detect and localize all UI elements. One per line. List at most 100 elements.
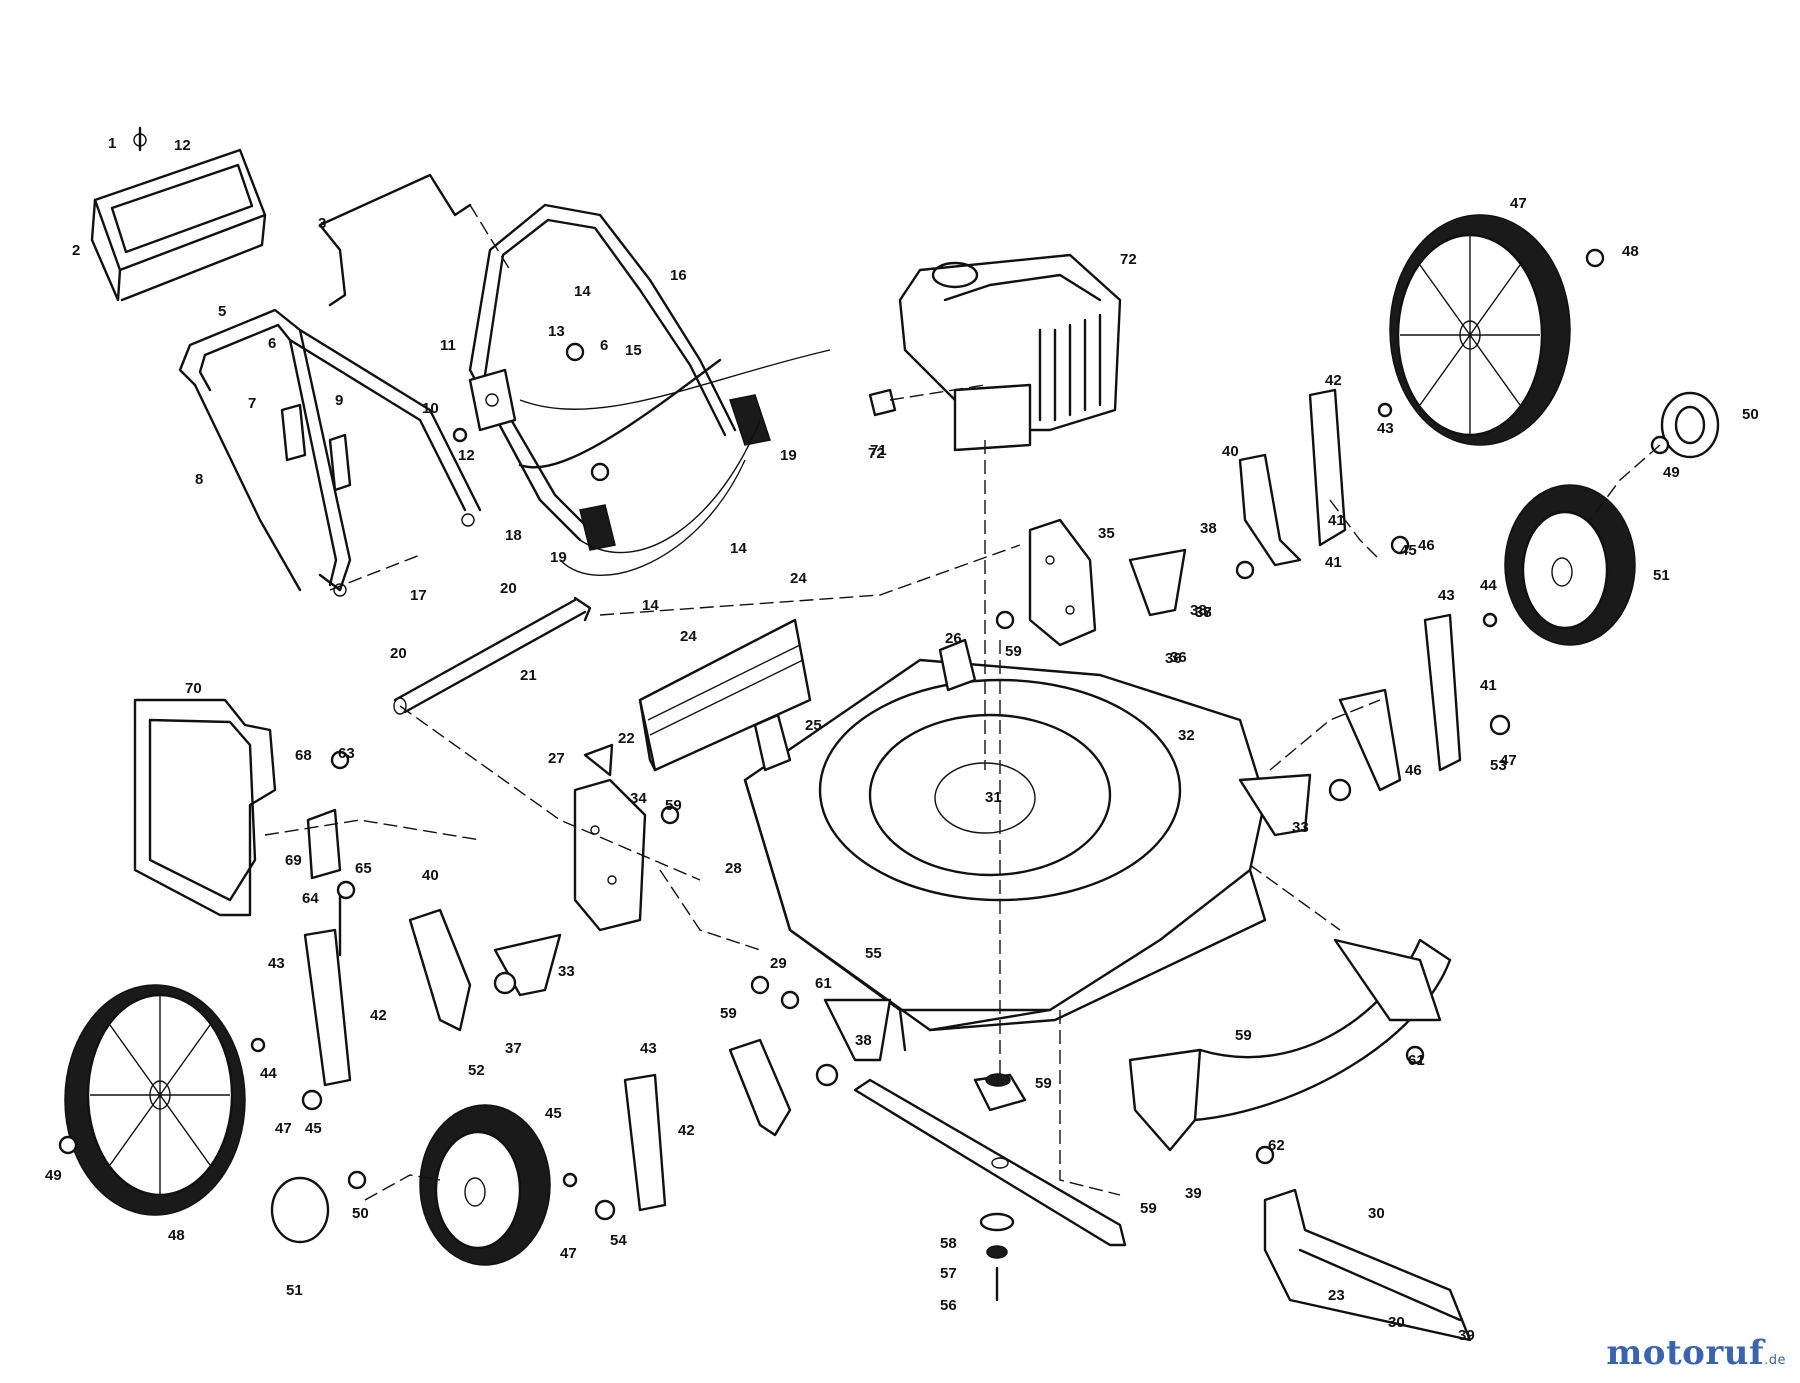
callout-label: 18 [505, 527, 522, 544]
watermark-logo: motoruf.de [1606, 1333, 1786, 1373]
callout-label: 49 [45, 1167, 62, 1184]
part-front-wheel-right [1504, 484, 1636, 646]
part-hub-cap-left [270, 1176, 330, 1244]
callout-label: 33 [1292, 819, 1309, 836]
callout-label: 39 [1185, 1185, 1202, 1202]
callout-label: 42 [1325, 372, 1342, 389]
callout-label: 19 [550, 549, 567, 566]
callout-label: 59 [1035, 1075, 1052, 1092]
part-small-plate [583, 743, 614, 777]
callout-label: 25 [805, 717, 822, 734]
part-axle-rod [393, 596, 592, 715]
callout-label: 48 [168, 1227, 185, 1244]
callout-label: 57 [940, 1265, 957, 1282]
callout-label: 72 [1120, 251, 1137, 268]
callout-label: 19 [780, 447, 797, 464]
callout-label: 15 [625, 342, 642, 359]
callout-label: 59 [1140, 1200, 1157, 1217]
callout-label: 47 [1510, 195, 1527, 212]
callout-label: 30 [1368, 1205, 1385, 1222]
callout-label: 3 [318, 215, 326, 232]
callout-label: 36 [1165, 650, 1182, 667]
part-fasteners [58, 248, 1670, 1221]
callout-label: 22 [618, 730, 635, 747]
callout-label: 41 [1328, 512, 1345, 529]
callout-label: 51 [1653, 567, 1670, 584]
callout-label: 21 [520, 667, 537, 684]
callout-label: 2 [72, 242, 80, 259]
callout-label: 48 [1622, 243, 1639, 260]
callout-label: 47 [560, 1245, 577, 1262]
callout-label: 24 [680, 628, 697, 645]
callout-label: 38 [1200, 520, 1217, 537]
part-handle-knob [468, 368, 517, 432]
callout-label: 6 [268, 335, 276, 352]
callout-label: 37 [505, 1040, 522, 1057]
part-deck-bracket [753, 638, 977, 772]
callout-label: 61 [815, 975, 832, 992]
callout-label: 59 [665, 797, 682, 814]
part-bag-bracket [306, 808, 342, 957]
callout-label: 68 [295, 747, 312, 764]
part-height-bracket-front [1028, 518, 1097, 647]
callout-label: 45 [1400, 542, 1417, 559]
part-hub-cap-right [1660, 391, 1720, 459]
callout-label: 70 [185, 680, 202, 697]
part-engine [898, 253, 1122, 452]
callout-label: 72 [868, 445, 885, 462]
part-wheel-adjuster-rr [1238, 388, 1347, 567]
part-front-wheel-left [419, 1104, 551, 1266]
part-wheel-adjuster-lr [303, 908, 472, 1087]
callout-label: 12 [174, 137, 191, 154]
part-blade-bolt-stack [979, 1212, 1015, 1302]
callout-label: 54 [610, 1232, 627, 1249]
callout-label: 16 [670, 267, 687, 284]
callout-label: 17 [410, 587, 427, 604]
callout-label: 8 [195, 471, 203, 488]
callout-label: 53 [1490, 757, 1507, 774]
callout-label: 55 [865, 945, 882, 962]
callout-label: 69 [285, 852, 302, 869]
part-grips [579, 394, 771, 551]
callout-label: 29 [770, 955, 787, 972]
callout-label: 14 [642, 597, 659, 614]
callout-label: 9 [335, 392, 343, 409]
callout-label: 11 [440, 337, 456, 354]
callout-label: 5 [218, 303, 226, 320]
callout-label: 41 [1325, 554, 1342, 571]
callout-label: 40 [1222, 443, 1239, 460]
callout-label: 47 [275, 1120, 292, 1137]
callout-label: 14 [574, 283, 591, 300]
callout-label: 44 [260, 1065, 277, 1082]
callout-label: 45 [305, 1120, 322, 1137]
callout-label: 38 [1195, 604, 1212, 621]
callout-label: 39 [1458, 1327, 1475, 1344]
callout-label: 43 [1438, 587, 1455, 604]
callout-label: 1 [108, 135, 116, 152]
callout-label: 65 [355, 860, 372, 877]
part-rear-flap [638, 618, 812, 772]
callout-label: 31 [985, 789, 1002, 806]
part-height-bracket-rear [573, 778, 647, 932]
callout-label: 62 [1268, 1137, 1285, 1154]
part-sector-plate [493, 548, 1312, 1062]
callout-label: 44 [1480, 577, 1497, 594]
callout-label: 46 [1405, 762, 1422, 779]
callout-label: 43 [640, 1040, 657, 1057]
callout-label: 46 [1418, 537, 1435, 554]
part-upper-handle [468, 203, 831, 542]
part-rear-wheel-right [1389, 214, 1571, 446]
callout-label: 14 [730, 540, 747, 557]
part-deflector [1263, 1188, 1472, 1342]
callout-label: 27 [548, 750, 565, 767]
part-control-box [90, 126, 267, 302]
part-engine-bracket [868, 388, 897, 417]
callout-label: 42 [678, 1122, 695, 1139]
callout-label: 47 [1500, 752, 1517, 769]
assembly-lines [264, 204, 1661, 1201]
callout-label: 12 [458, 447, 475, 464]
callout-label: 6 [600, 337, 608, 354]
part-deck [743, 658, 1267, 1052]
callout-label: 51 [286, 1282, 303, 1299]
callout-label: 61 [1408, 1052, 1425, 1069]
